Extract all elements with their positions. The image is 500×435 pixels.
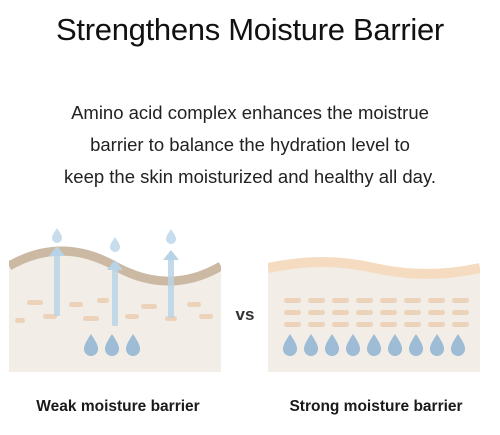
skin-layer xyxy=(268,262,480,372)
barrier-cell xyxy=(452,310,469,315)
water-drops xyxy=(283,334,465,356)
vs-label: vs xyxy=(235,305,255,324)
strong-barrier-illustration xyxy=(268,222,480,372)
description-line: Amino acid complex enhances the moistrue xyxy=(71,102,429,123)
water-drop-icon xyxy=(430,334,444,356)
barrier-cell xyxy=(356,310,373,315)
escaping-moisture-arrows xyxy=(49,246,179,326)
water-drop-icon xyxy=(304,334,318,356)
barrier-cell xyxy=(332,322,349,327)
description-line: keep the skin moisturized and healthy al… xyxy=(64,166,436,187)
barrier-cells xyxy=(284,298,469,327)
barrier-cell xyxy=(308,310,325,315)
barrier-cell xyxy=(452,322,469,327)
water-drop-icon xyxy=(283,334,297,356)
barrier-cell xyxy=(380,322,397,327)
weak-barrier-caption: Weak moisture barrier xyxy=(36,398,200,415)
weak-barrier-illustration xyxy=(9,222,221,372)
escaping-droplets xyxy=(52,228,176,252)
barrier-cell xyxy=(356,298,373,303)
water-drop-icon xyxy=(367,334,381,356)
barrier-cell xyxy=(284,310,301,315)
barrier-cell xyxy=(356,322,373,327)
water-drop-icon xyxy=(451,334,465,356)
barrier-cell xyxy=(428,298,445,303)
barrier-cell xyxy=(332,310,349,315)
water-drops xyxy=(84,334,140,356)
strong-surface-band xyxy=(268,257,480,279)
barrier-cell xyxy=(380,310,397,315)
barrier-cell xyxy=(308,298,325,303)
page-title: Strengthens Moisture Barrier xyxy=(56,12,444,47)
water-drop-icon xyxy=(325,334,339,356)
barrier-cell xyxy=(404,310,421,315)
description: Amino acid complex enhances the moistrue… xyxy=(0,97,500,193)
weak-barrier-graphic xyxy=(9,228,221,372)
water-drop-icon xyxy=(346,334,360,356)
barrier-cell xyxy=(452,298,469,303)
strong-barrier-graphic xyxy=(268,257,480,372)
barrier-cell xyxy=(404,322,421,327)
barrier-cell xyxy=(332,298,349,303)
barrier-cell xyxy=(428,310,445,315)
barrier-cell xyxy=(284,298,301,303)
water-drop-icon xyxy=(409,334,423,356)
barrier-cell xyxy=(380,298,397,303)
strong-barrier-caption: Strong moisture barrier xyxy=(289,398,463,415)
barrier-cell xyxy=(284,322,301,327)
barrier-cells xyxy=(15,298,213,323)
water-drop-icon xyxy=(388,334,402,356)
barrier-cell xyxy=(404,298,421,303)
description-line: barrier to balance the hydration level t… xyxy=(90,134,410,155)
barrier-cell xyxy=(308,322,325,327)
barrier-cell xyxy=(428,322,445,327)
